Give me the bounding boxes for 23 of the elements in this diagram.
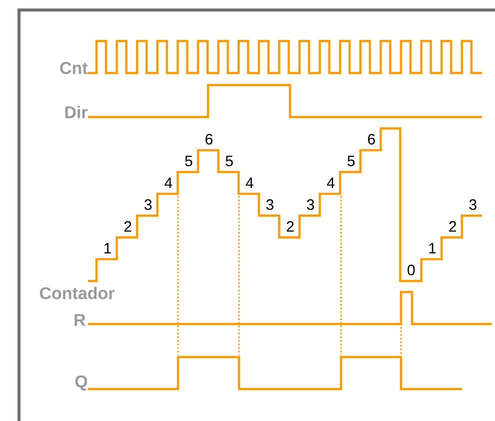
count-value: 2: [449, 221, 456, 232]
count-value: 3: [469, 199, 476, 210]
count-value: 0: [408, 264, 415, 276]
count-value: 3: [144, 199, 152, 210]
count-value: 2: [286, 221, 294, 232]
count-value: 6: [206, 134, 213, 144]
count-value: 3: [266, 199, 274, 210]
count-value: 5: [185, 156, 192, 166]
count-value: 1: [104, 243, 111, 254]
signal-label: Contador: [40, 286, 115, 300]
count-value: 3: [306, 199, 314, 210]
count-value: 4: [164, 178, 172, 188]
count-value: 5: [226, 156, 233, 166]
signal-label: R: [74, 314, 86, 326]
count-value: 4: [326, 178, 335, 188]
count-value: 6: [368, 134, 375, 144]
count-value: 4: [246, 178, 254, 188]
signal-label: Q: [75, 375, 88, 391]
count-value: 1: [429, 243, 436, 254]
signal-label: Dir: [65, 106, 88, 118]
count-value: 2: [124, 221, 132, 232]
count-value: 5: [348, 156, 355, 166]
signal-label: Cnt: [60, 62, 88, 74]
